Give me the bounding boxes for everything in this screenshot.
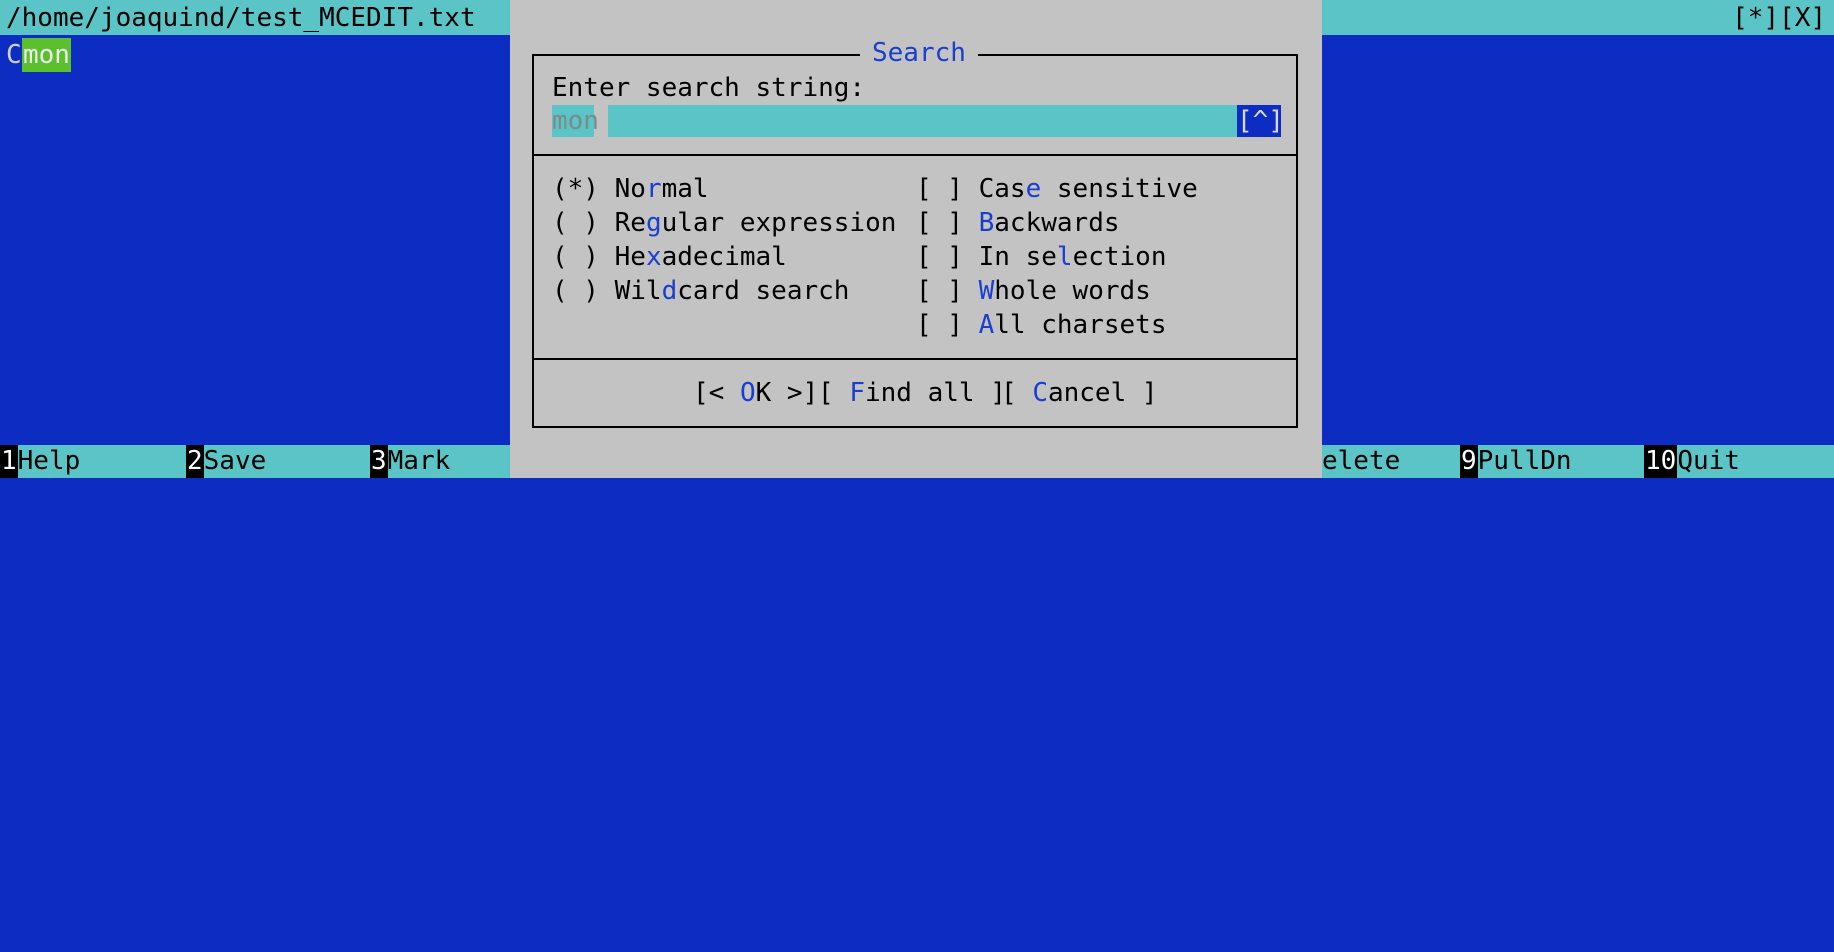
checkbox-marker: [ ] [916,208,963,238]
fkey-number: 3 [370,445,388,478]
divider [532,154,1298,156]
search-highlight: mon [22,38,71,72]
fkey-label: Mark [387,446,451,476]
hotkey: B [978,208,995,238]
fkey-number: 2 [186,445,204,478]
search-input-placeholder: mon [552,105,599,137]
hotkey: r [645,174,662,204]
hotkey: g [645,208,662,238]
fkey-label: Save [203,446,267,476]
option-text: Re [614,208,646,238]
option-text: sensitive [1041,174,1198,204]
option-text: No [614,174,646,204]
checkbox-backwards[interactable]: [ ] Backwards [916,206,1120,240]
button-text: K >] [755,378,819,408]
fkey-label: Help [17,446,81,476]
hotkey: O [739,378,756,408]
fkey-pulldown[interactable]: 9PullDn [1460,445,1572,478]
button-text: [< [693,378,740,408]
fkey-quit[interactable]: 10Quit [1644,445,1740,478]
search-dialog: Search Enter search string: mon [^] (*) … [510,0,1322,478]
hotkey: e [1025,174,1042,204]
radio-wildcard[interactable]: ( ) Wildcard search [552,274,849,308]
option-text: In se [978,242,1057,272]
fkey-help[interactable]: 1Help [0,445,80,478]
checkbox-marker: [ ] [916,174,963,204]
fkey-delete[interactable]: elete [1322,445,1400,478]
hotkey: W [978,276,995,306]
button-text: ind all ] [864,378,1006,408]
editor-cursor-char: C [6,40,22,70]
radio-regex[interactable]: ( ) Regular expression [552,206,896,240]
cancel-button[interactable]: [ Cancel ] [1001,376,1158,410]
checkbox-case-sensitive[interactable]: [ ] Case sensitive [916,172,1198,206]
option-text: ackwards [994,208,1120,238]
checkbox-whole-words[interactable]: [ ] Whole words [916,274,1151,308]
option-text: ection [1072,242,1167,272]
fkey-number: 10 [1644,445,1678,478]
search-input[interactable] [608,105,1248,137]
hotkey: d [661,276,678,306]
window-controls[interactable]: [*][X] [1732,3,1826,33]
checkbox-marker: [ ] [916,242,963,272]
radio-marker: ( ) [552,242,599,272]
dialog-title: Search [860,36,978,70]
fkey-number: 1 [0,445,18,478]
file-path: /home/joaquind/test_MCEDIT.txt [-- [6,3,586,33]
fkey-label: elete [1322,446,1401,476]
radio-normal[interactable]: (*) Normal [552,172,709,206]
hotkey: A [978,310,995,340]
option-text: hole words [994,276,1151,306]
button-text: [ [818,378,850,408]
hotkey: x [645,242,662,272]
option-text: mal [661,174,709,204]
checkbox-all-charsets[interactable]: [ ] All charsets [916,308,1166,342]
radio-marker: ( ) [552,208,599,238]
option-text: adecimal [661,242,787,272]
fkey-label: Quit [1677,446,1740,476]
hotkey: F [849,378,865,408]
search-prompt-label: Enter search string: [552,73,866,103]
checkbox-marker: [ ] [916,310,963,340]
option-text: Cas [978,174,1026,204]
checkbox-marker: [ ] [916,276,963,306]
fkey-save[interactable]: 2Save [186,445,266,478]
option-text: Wil [614,276,662,306]
fkey-label: PullDn [1477,446,1572,476]
find-all-button[interactable]: [ Find all ] [818,376,1006,410]
history-button[interactable]: [^] [1237,105,1284,137]
radio-marker: ( ) [552,276,599,306]
divider [532,358,1298,360]
option-text: He [614,242,646,272]
radio-marker: (*) [552,174,599,204]
hotkey: C [1032,378,1048,408]
checkbox-in-selection[interactable]: [ ] In selection [916,240,1166,274]
hotkey: l [1056,242,1073,272]
fkey-number: 9 [1460,445,1478,478]
ok-button[interactable]: [< OK >] [693,376,818,410]
option-text: ular expression [661,208,897,238]
button-text: ancel ] [1047,378,1158,408]
option-text: card search [677,276,850,306]
option-text: ll charsets [994,310,1167,340]
button-text: [ [1001,378,1033,408]
fkey-mark[interactable]: 3Mark [370,445,450,478]
radio-hexadecimal[interactable]: ( ) Hexadecimal [552,240,787,274]
